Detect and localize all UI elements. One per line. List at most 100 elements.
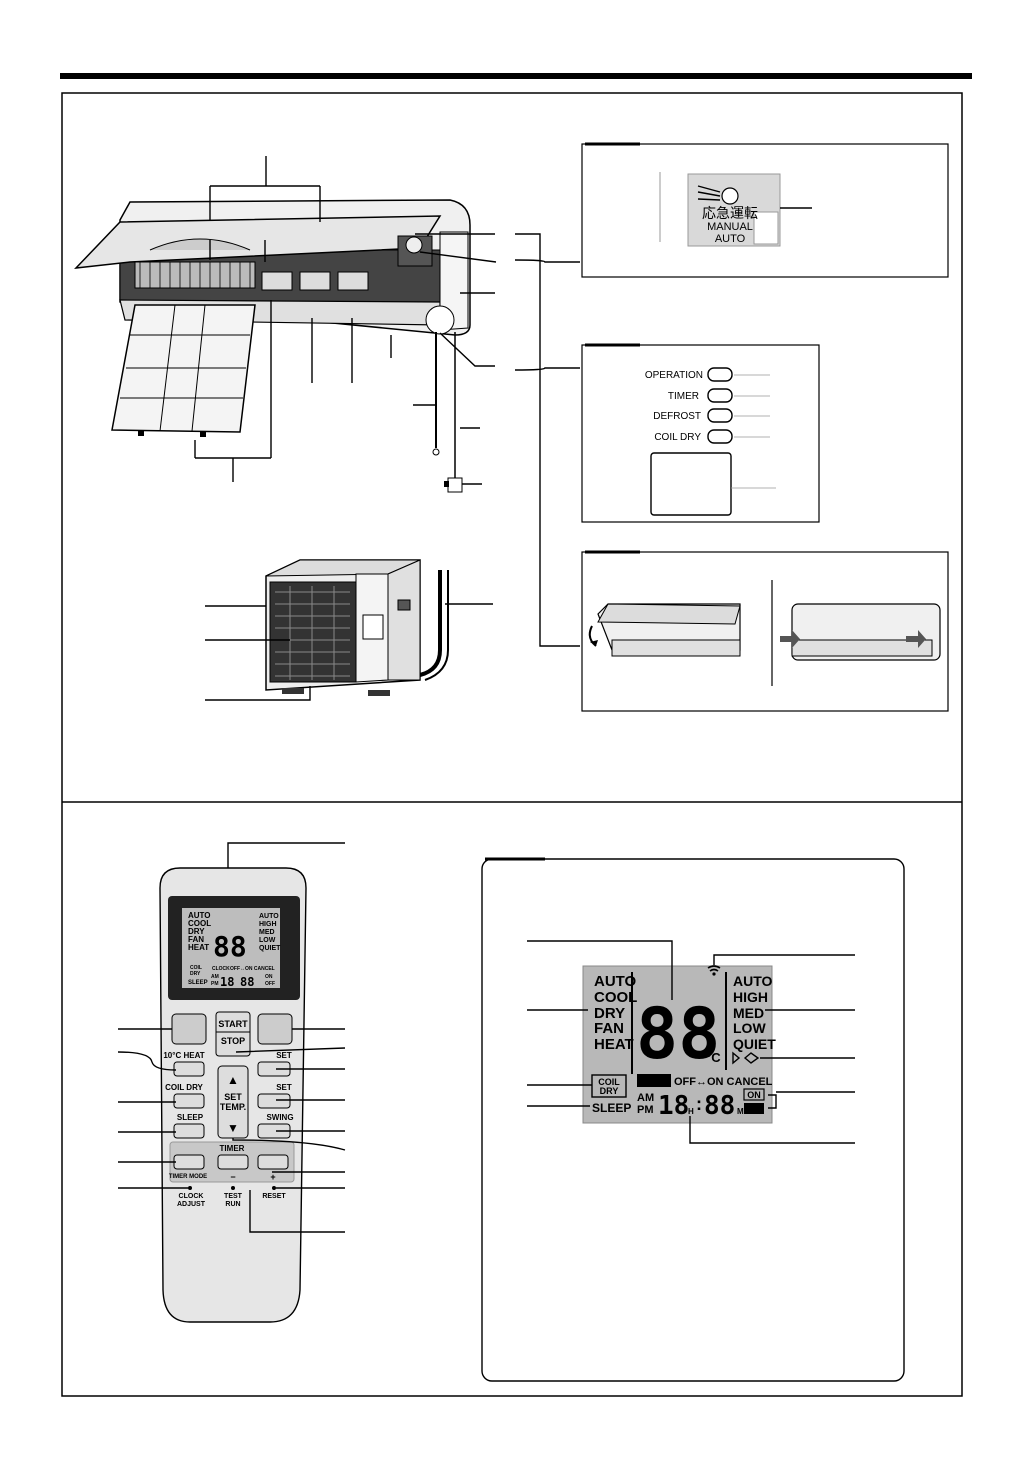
clock-adjust-button[interactable] — [188, 1186, 192, 1190]
remote-lcd-fan-low: LOW — [259, 937, 276, 944]
remote-lcd-fan: FAN — [188, 935, 204, 944]
lcd-mode-cool: COOL — [594, 989, 637, 1006]
lcd-mode-auto: AUTO — [594, 973, 637, 990]
lcd-fan-high: HIGH — [733, 989, 768, 1005]
lcd-mode-fan: FAN — [594, 1020, 624, 1037]
lcd-m: M — [737, 1107, 744, 1116]
indicator-panel: OPERATION TIMER DEFROST COIL DRY — [581, 343, 820, 523]
heat10-label: 10°C HEAT — [163, 1051, 204, 1060]
operation-lamp-label: OPERATION — [645, 370, 703, 381]
plug-icon — [447, 477, 463, 493]
lcd-coil-dry: DRY — [600, 1086, 619, 1096]
run-label: RUN — [225, 1201, 240, 1208]
lcd-fan-low: LOW — [733, 1020, 766, 1036]
timer-plus-button[interactable] — [257, 1154, 289, 1170]
test-run-button[interactable] — [231, 1186, 235, 1190]
timer-mode-label: TIMER MODE — [169, 1174, 207, 1180]
lcd-on: ON — [747, 1090, 761, 1100]
defrost-lamp — [707, 408, 733, 423]
remote-lcd-am: AM — [211, 974, 219, 980]
remote-lcd-auto: AUTO — [188, 911, 211, 920]
defrost-lamp-label: DEFROST — [653, 411, 701, 422]
sleep-label: SLEEP — [177, 1113, 204, 1122]
reset-button[interactable] — [272, 1186, 276, 1190]
manual-auto-panel: 応急運転 MANUAL AUTO — [581, 142, 949, 278]
remote-lcd-coildry: DRY — [190, 971, 201, 977]
start-stop-button[interactable] — [215, 1011, 251, 1057]
air-outlet-grille — [269, 581, 357, 683]
remote-lcd-sleep: SLEEP — [188, 980, 208, 986]
minus-icon: − — [230, 1172, 235, 1182]
lcd-fan-med: MED — [733, 1005, 764, 1021]
indicator-lamp-area — [425, 305, 455, 335]
remote-lcd-coil: COIL — [190, 965, 202, 971]
lcd-fan-auto: AUTO — [733, 973, 773, 989]
start-label: START — [218, 1019, 248, 1029]
remote-lcd-fan-high: HIGH — [259, 921, 277, 928]
swing-indicator-icon — [732, 1051, 760, 1065]
remote-lcd-cool: COOL — [188, 919, 211, 928]
horizontal-airflow-set-button[interactable] — [257, 1093, 291, 1109]
test-label: TEST — [224, 1193, 243, 1200]
manual-jp-label: 応急運転 — [702, 205, 758, 221]
remote-lcd-pm: PM — [211, 981, 219, 987]
manual-auto-button[interactable] — [721, 187, 739, 205]
timer-lamp-label: TIMER — [668, 391, 699, 402]
auto-label: AUTO — [715, 233, 746, 245]
lcd-am: AM — [637, 1092, 654, 1104]
temp-down-icon[interactable]: ▼ — [227, 1121, 239, 1135]
remote-lcd-minutes: 88 — [240, 975, 254, 989]
sleep-button[interactable] — [173, 1123, 205, 1139]
temp-up-icon[interactable]: ▲ — [227, 1073, 239, 1087]
operation-lamp — [707, 367, 733, 382]
lcd-fan-quiet: QUIET — [733, 1036, 776, 1052]
clock-label: CLOCK — [179, 1193, 204, 1200]
fan-control-button[interactable] — [257, 1013, 293, 1045]
lcd-timer-text: OFF↔ON CANCEL — [674, 1076, 773, 1088]
lcd-celsius: °C — [706, 1050, 721, 1065]
remote-lcd-fan-quiet: QUIET — [259, 945, 281, 952]
timer-minus-button[interactable] — [217, 1154, 249, 1170]
outdoor-unit — [205, 559, 493, 701]
remote-lcd-clock: CLOCK — [212, 966, 230, 972]
remote-lcd-fan-med: MED — [259, 929, 275, 936]
swing-label: SWING — [266, 1113, 293, 1122]
set-mid-label: SET — [276, 1083, 292, 1092]
remote-lcd — [182, 908, 280, 988]
timer-lamp — [707, 388, 733, 403]
remote-lcd-digits: 88 — [213, 930, 247, 963]
timer-mode-button[interactable] — [173, 1154, 205, 1170]
indoor-unit — [74, 156, 580, 647]
lcd-pm: PM — [637, 1104, 654, 1116]
coil-dry-label: COIL DRY — [165, 1083, 203, 1092]
stop-label: STOP — [221, 1036, 245, 1046]
set-temp-label: SET — [224, 1092, 242, 1102]
lcd-colon: : — [696, 1094, 702, 1114]
coil-dry-lamp — [707, 429, 733, 444]
header-rule — [60, 73, 972, 79]
manual-label: MANUAL — [707, 221, 753, 233]
coil-dry-lamp-label: COIL DRY — [654, 432, 701, 443]
lcd-display-panel: AUTO COOL DRY FAN HEAT AUTO HIGH MED LOW… — [481, 857, 905, 1382]
lcd-clock: CLOCK — [638, 1076, 670, 1086]
lcd-h: H — [688, 1107, 694, 1116]
remote-lcd-off: OFF — [265, 981, 275, 987]
remote-sensor-window — [650, 452, 732, 516]
air-filter — [111, 304, 256, 437]
lcd-sleep: SLEEP — [592, 1101, 631, 1115]
remote-lcd-dry: DRY — [188, 927, 205, 936]
remote-lcd-on: ON — [265, 974, 273, 980]
refrigerant-pipes — [419, 570, 442, 677]
remote-lcd-timer-text: OFF↔ON CANCEL — [230, 966, 275, 972]
reset-label: RESET — [262, 1193, 286, 1200]
10c-heat-button[interactable] — [173, 1061, 205, 1077]
coil-dry-button[interactable] — [173, 1093, 205, 1109]
front-panel — [74, 215, 442, 269]
temp-label: TEMP. — [220, 1102, 246, 1112]
plus-icon: + — [270, 1172, 275, 1182]
lcd-mode-dry: DRY — [594, 1005, 625, 1022]
lcd-off: OFF — [745, 1104, 763, 1114]
master-control-button[interactable] — [171, 1013, 207, 1045]
outer-frame — [61, 92, 963, 1397]
